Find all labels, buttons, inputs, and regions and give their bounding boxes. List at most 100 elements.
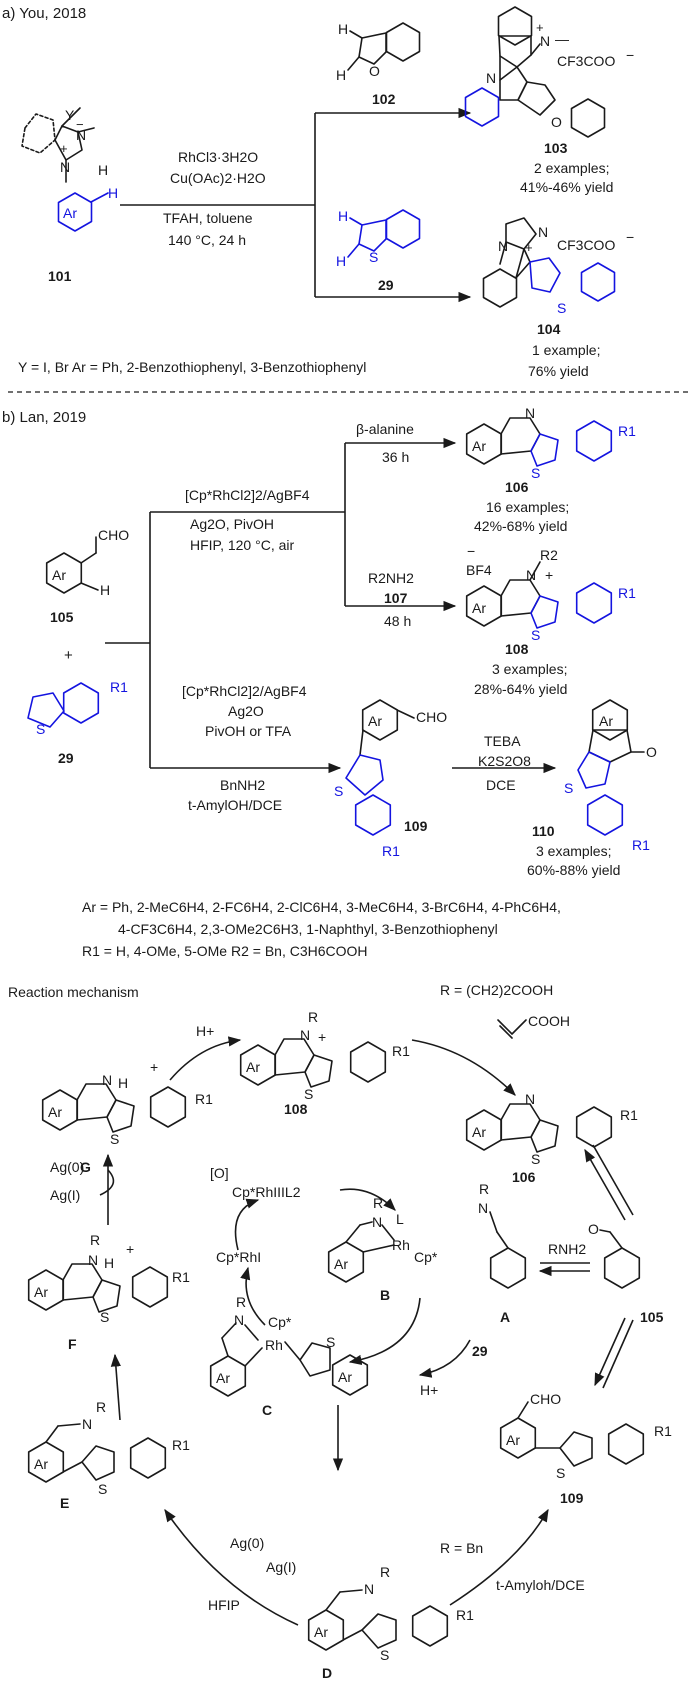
- svg-text:CHO: CHO: [530, 1391, 561, 1407]
- svg-text:R1: R1: [110, 679, 128, 695]
- svg-text:+: +: [545, 567, 553, 583]
- svg-text:HFIP, 120 °C, air: HFIP, 120 °C, air: [190, 537, 294, 553]
- reagent-line: 140 °C, 24 h: [168, 232, 246, 248]
- compound-102-label: 102: [372, 91, 396, 107]
- structure-105: [45, 536, 99, 594]
- svg-text:Ag(I): Ag(I): [50, 1187, 80, 1203]
- svg-text:N: N: [234, 1312, 244, 1328]
- svg-text:S: S: [98, 1481, 107, 1497]
- mech-structure-108: [239, 1038, 387, 1088]
- reagent-line: TFAH, toluene: [163, 210, 253, 226]
- mech-106-label: 106: [512, 1169, 536, 1185]
- svg-text:Ar: Ar: [314, 1624, 328, 1640]
- svg-text:N: N: [525, 1091, 535, 1107]
- intermediate-D: [307, 1589, 449, 1651]
- svg-text:N: N: [102, 1072, 112, 1088]
- svg-text:S: S: [304, 1086, 313, 1102]
- intermediate-B: [327, 1221, 395, 1283]
- svg-text:—: —: [555, 31, 569, 47]
- mech-structure-109: [499, 1401, 645, 1467]
- svg-text:Ag2O: Ag2O: [228, 703, 264, 719]
- structure-29a: [347, 209, 421, 258]
- svg-text:S: S: [326, 1334, 335, 1350]
- structure-101: [21, 107, 109, 232]
- intermediate-F: [27, 1263, 169, 1313]
- structure-110: [577, 699, 645, 836]
- rh-label: Rh: [265, 1337, 283, 1353]
- mech-105-label: 105: [640, 1309, 664, 1325]
- svg-text:76% yield: 76% yield: [528, 363, 589, 379]
- svg-text:36 h: 36 h: [382, 449, 409, 465]
- svg-text:H: H: [336, 253, 346, 269]
- section-a-header: a) You, 2018: [2, 5, 86, 22]
- rh-label: Rh: [392, 1237, 410, 1253]
- svg-text:16 examples;: 16 examples;: [486, 499, 569, 515]
- svg-text:+: +: [64, 647, 73, 664]
- svg-text:N: N: [538, 224, 548, 240]
- svg-text:−: −: [467, 543, 475, 559]
- svg-text:48 h: 48 h: [384, 613, 411, 629]
- r-label: R: [236, 1294, 246, 1310]
- intermediate-C: [209, 1322, 369, 1397]
- mech-structure-105: [599, 1229, 641, 1289]
- svg-text:Ag2O, PivOH: Ag2O, PivOH: [190, 516, 274, 532]
- svg-text:Ar: Ar: [52, 567, 66, 583]
- svg-text:BnNH2: BnNH2: [220, 777, 265, 793]
- svg-text:S: S: [564, 780, 573, 796]
- intermediate-A: [489, 1211, 527, 1289]
- svg-text:Ar: Ar: [246, 1059, 260, 1075]
- svg-text:−: −: [626, 229, 634, 245]
- svg-text:N: N: [364, 1581, 374, 1597]
- svg-text:N: N: [525, 405, 535, 421]
- label-F: F: [68, 1336, 77, 1352]
- svg-text:N: N: [88, 1252, 98, 1268]
- svg-text:[Cp*RhCl2]2/AgBF4: [Cp*RhCl2]2/AgBF4: [185, 487, 310, 503]
- svg-text:+: +: [318, 1029, 326, 1045]
- svg-text:R1: R1: [620, 1107, 638, 1123]
- section-b-header: b) Lan, 2019: [2, 409, 86, 426]
- svg-text:60%-88% yield: 60%-88% yield: [527, 862, 620, 878]
- svg-text:Ar: Ar: [338, 1369, 352, 1385]
- label-B: B: [380, 1287, 390, 1303]
- svg-text:Ar: Ar: [472, 600, 486, 616]
- svg-text:N: N: [540, 33, 550, 49]
- structure-103: [464, 6, 606, 138]
- svg-text:RNH2: RNH2: [548, 1241, 586, 1257]
- cp-label: Cp*: [268, 1314, 292, 1330]
- svg-text:Ar: Ar: [472, 1124, 486, 1140]
- svg-text:S: S: [369, 249, 378, 265]
- svg-text:H: H: [336, 67, 346, 83]
- svg-text:O: O: [646, 744, 657, 760]
- mech-structure-106: [465, 1103, 613, 1153]
- svg-text:N: N: [478, 1200, 488, 1216]
- svg-text:N: N: [486, 70, 496, 86]
- compound-29-label: 29: [378, 277, 394, 293]
- ar-footnote-2: 4-CF3C6H4, 2,3-OMe2C6H3, 1-Naphthyl, 3-B…: [118, 921, 498, 937]
- intermediate-G: [41, 1083, 187, 1133]
- compound-103-label: 103: [544, 140, 568, 156]
- label-C: C: [262, 1402, 272, 1418]
- cp-label: Cp*: [414, 1249, 438, 1265]
- svg-text:3 examples;: 3 examples;: [492, 661, 567, 677]
- label-G: G: [80, 1159, 91, 1175]
- svg-text:H+: H+: [196, 1023, 214, 1039]
- svg-text:Ar: Ar: [48, 1104, 62, 1120]
- svg-text:CHO: CHO: [416, 709, 447, 725]
- reagent-line: Cu(OAc)2·H2O: [170, 170, 266, 186]
- svg-text:+: +: [60, 141, 68, 156]
- compound-108-label: 108: [505, 641, 529, 657]
- svg-text:R1: R1: [618, 423, 636, 439]
- svg-text:R1: R1: [172, 1437, 190, 1453]
- svg-text:3 examples;: 3 examples;: [536, 843, 611, 859]
- svg-text:42%-68% yield: 42%-68% yield: [474, 518, 567, 534]
- svg-text:H: H: [104, 1255, 114, 1271]
- svg-text:Ar: Ar: [334, 1256, 348, 1272]
- svg-text:S: S: [557, 300, 566, 316]
- svg-text:H: H: [338, 208, 348, 224]
- svg-text:N: N: [498, 238, 508, 254]
- svg-text:H: H: [108, 185, 118, 201]
- svg-text:N: N: [76, 127, 86, 143]
- svg-text:O: O: [369, 63, 380, 79]
